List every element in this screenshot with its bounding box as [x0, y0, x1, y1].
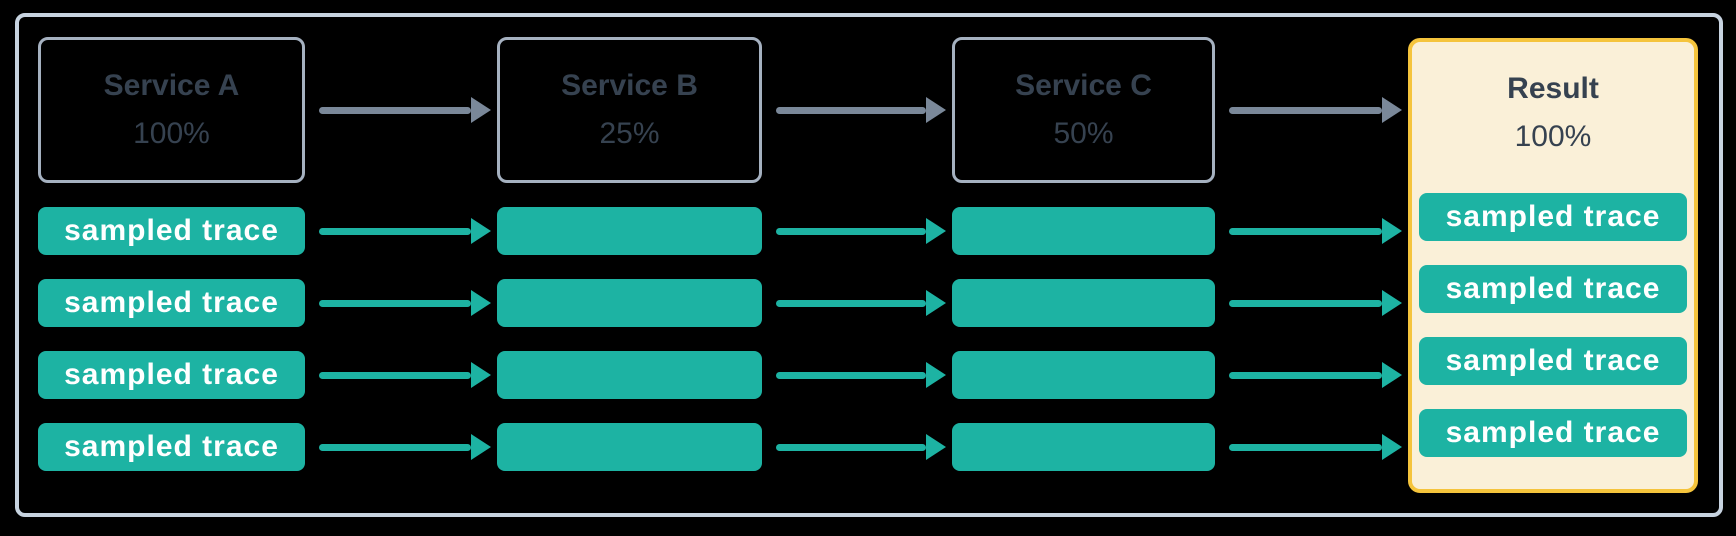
arrow-shaft [319, 299, 471, 307]
trace-arrow [762, 351, 952, 399]
service-a-sample-rate: 100% [133, 117, 210, 150]
service-c-sampled-trace [952, 207, 1215, 255]
result-sampled-trace: sampled trace [1419, 265, 1687, 313]
arrow-shaft [776, 227, 926, 235]
arrow-head-icon [471, 434, 491, 460]
trace-arrow [305, 351, 497, 399]
arrow-head-icon [926, 290, 946, 316]
result-sample-rate: 100% [1514, 119, 1592, 153]
service-a-sampled-trace: sampled trace [38, 279, 305, 327]
arrow-shaft [776, 371, 926, 379]
trace-arrow [762, 423, 952, 471]
result-sampled-trace: sampled trace [1419, 193, 1687, 241]
arrow-head-icon [1382, 97, 1402, 123]
result-title-block: Result 100% [1419, 48, 1687, 193]
result-sampled-trace: sampled trace [1419, 337, 1687, 385]
result-sampled-trace: sampled trace [1419, 409, 1687, 457]
service-b-sampled-trace [497, 279, 762, 327]
pipeline-grid: Service A 100% Service B 25% Service C 5… [38, 37, 1698, 493]
service-c-sample-rate: 50% [1053, 117, 1114, 150]
arrow-shaft [1229, 299, 1382, 307]
trace-arrow [305, 423, 497, 471]
arrow-shaft [319, 443, 471, 451]
service-b-name: Service B [561, 69, 698, 102]
arrow-head-icon [471, 290, 491, 316]
arrow-head-icon [1382, 362, 1402, 388]
arrow-head-icon [1382, 290, 1402, 316]
arrow-shaft [1229, 227, 1382, 235]
service-box-a: Service A 100% [38, 37, 305, 183]
service-a-sampled-trace: sampled trace [38, 351, 305, 399]
arrow-head-icon [471, 362, 491, 388]
arrow-shaft [776, 299, 926, 307]
service-box-b: Service B 25% [497, 37, 762, 183]
trace-arrow [1215, 207, 1408, 255]
trace-arrow [1215, 423, 1408, 471]
arrow-shaft [319, 227, 471, 235]
arrow-shaft [1229, 443, 1382, 451]
arrow-shaft [1229, 371, 1382, 379]
service-c-sampled-trace [952, 279, 1215, 327]
arrow-shaft [319, 106, 471, 114]
service-box-c: Service C 50% [952, 37, 1215, 183]
service-b-sampled-trace [497, 351, 762, 399]
trace-arrow [305, 279, 497, 327]
arrow-head-icon [471, 97, 491, 123]
trace-arrow [1215, 351, 1408, 399]
service-c-sampled-trace [952, 423, 1215, 471]
arrow-head-icon [926, 218, 946, 244]
trace-arrow [305, 207, 497, 255]
arrow-head-icon [926, 434, 946, 460]
arrow-shaft [776, 443, 926, 451]
arrow-head-icon [1382, 218, 1402, 244]
result-panel: Result 100% sampled trace sampled trace … [1408, 38, 1698, 493]
flow-arrow-a-to-b [305, 37, 497, 183]
arrow-head-icon [1382, 434, 1402, 460]
service-a-sampled-trace: sampled trace [38, 207, 305, 255]
result-name: Result [1507, 71, 1599, 105]
service-a-sampled-trace: sampled trace [38, 423, 305, 471]
arrow-shaft [776, 106, 926, 114]
flow-arrow-c-to-result [1215, 37, 1408, 183]
service-a-name: Service A [103, 69, 240, 102]
service-b-sample-rate: 25% [599, 117, 660, 150]
arrow-head-icon [926, 362, 946, 388]
service-b-sampled-trace [497, 423, 762, 471]
pipeline-frame [15, 13, 1723, 517]
arrow-shaft [319, 371, 471, 379]
trace-arrow [1215, 279, 1408, 327]
arrow-shaft [1229, 106, 1382, 114]
service-b-sampled-trace [497, 207, 762, 255]
service-c-name: Service C [1015, 69, 1152, 102]
service-c-sampled-trace [952, 351, 1215, 399]
arrow-head-icon [926, 97, 946, 123]
arrow-head-icon [471, 218, 491, 244]
trace-arrow [762, 207, 952, 255]
trace-arrow [762, 279, 952, 327]
flow-arrow-b-to-c [762, 37, 952, 183]
